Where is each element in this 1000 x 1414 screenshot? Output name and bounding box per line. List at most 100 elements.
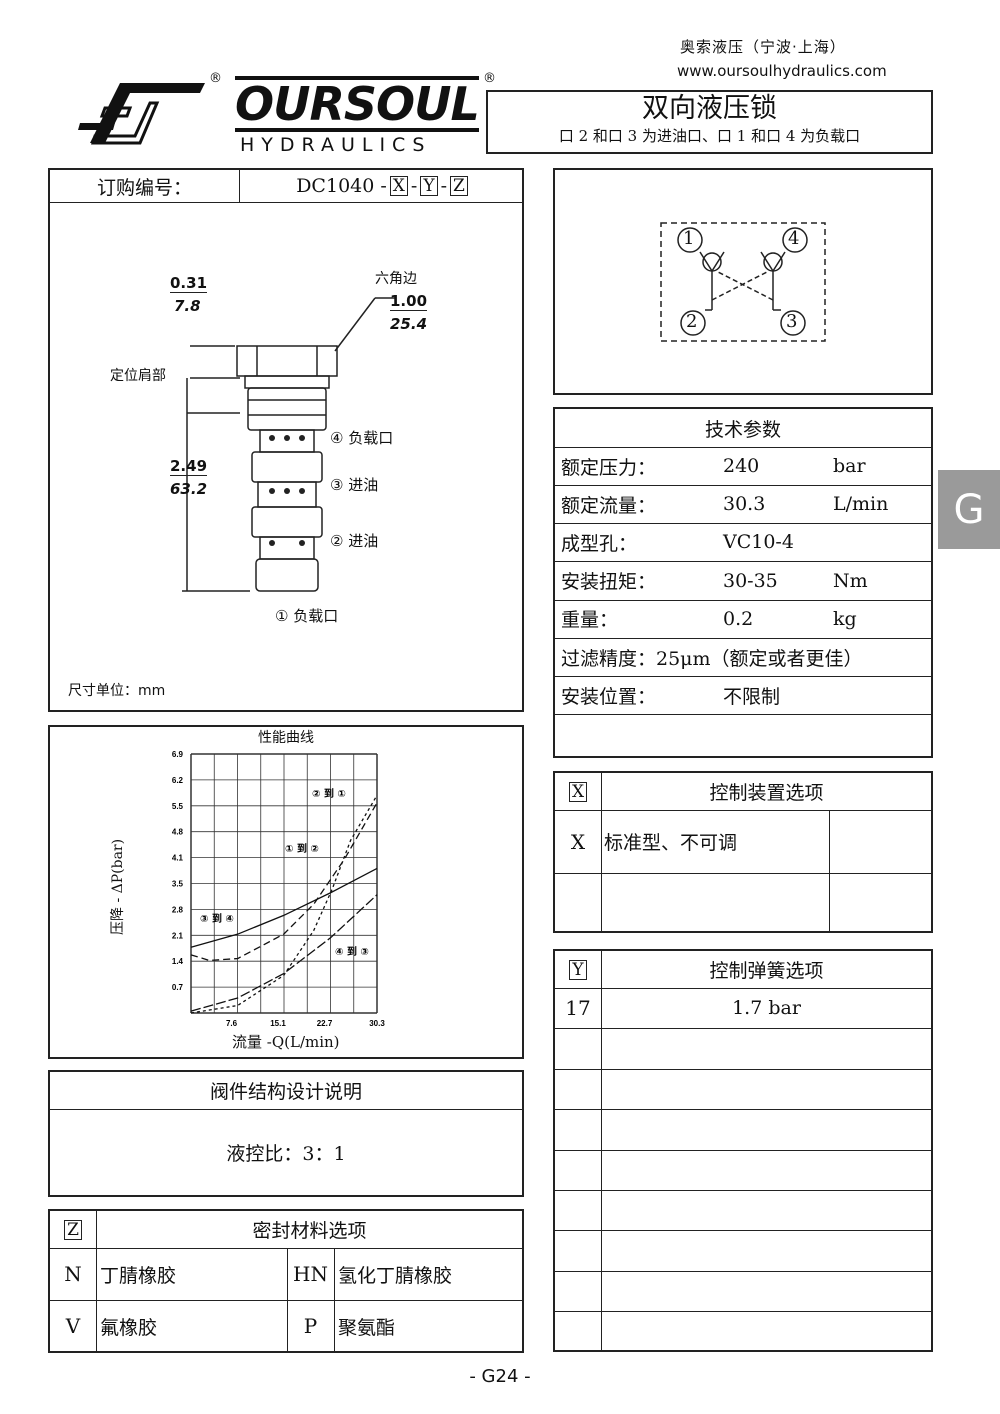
order-y-box: Y [420, 176, 438, 196]
control-code: X [570, 829, 586, 854]
row-divider [555, 988, 931, 989]
series-line [190, 894, 378, 1012]
section-tab: G [938, 470, 1000, 549]
y-tick-label: 6.2 [172, 776, 184, 785]
design-box: 阀件结构设计说明 液控比：3：1 [48, 1070, 524, 1197]
seal-key: Z [64, 1219, 82, 1240]
spec-unit: L/min [833, 493, 889, 516]
series-label: ② 到 ① [312, 787, 346, 800]
spec-label: 安装扭矩： [561, 571, 657, 594]
page-number: - G24 - [469, 1366, 531, 1387]
cartridge-drawing [182, 297, 395, 592]
y-tick-label: 3.5 [172, 880, 184, 889]
port-4-label: ④ 负载口 [330, 429, 394, 447]
chart-ylabel: 压降 - ΔP(bar) [110, 838, 126, 935]
logo: OURSOUL HYDRAULICS ® ® [75, 71, 496, 156]
port-2-label: ② 进油 [330, 532, 379, 550]
order-code-base: DC1040 - [296, 175, 387, 197]
sep: - [410, 175, 418, 197]
spec-value: 30-35 [723, 569, 778, 592]
unit-note: 尺寸单位：mm [68, 683, 166, 699]
spring-key: Y [569, 959, 587, 980]
hydraulic-schematic-box: 1 4 2 3 [553, 168, 933, 395]
registered-mark: ® [209, 71, 222, 86]
port-3: 3 [786, 311, 798, 332]
series-label: ① 到 ② [285, 842, 319, 855]
seal-material: 氟橡胶 [100, 1316, 158, 1339]
series-line [190, 867, 378, 948]
dim-top-mm: 7.8 [174, 297, 201, 315]
y-tick-label: 2.1 [172, 931, 184, 940]
spring-code: 17 [565, 996, 591, 1020]
row-divider [555, 1149, 931, 1151]
logo-subtext: HYDRAULICS [240, 134, 432, 156]
spec-label: 额定压力： [561, 456, 657, 479]
y-tick-label: 0.7 [172, 983, 184, 992]
row-divider [555, 1311, 931, 1313]
port-2: 2 [686, 311, 698, 332]
spec-unit: bar [833, 455, 866, 477]
seal-table: Z 密封材料选项 N 丁腈橡胶 HN 氢化丁腈橡胶 V 氟橡胶 P 聚氨酯 [48, 1209, 524, 1353]
shoulder-label: 定位肩部 [110, 368, 166, 384]
hex-label: 六角边 [375, 271, 417, 287]
seal-code: HN [293, 1262, 328, 1286]
y-tick-label: 5.5 [172, 802, 184, 811]
row-divider [555, 1028, 931, 1030]
row-divider [555, 1068, 931, 1070]
spec-label: 成型孔： [561, 532, 638, 555]
row-divider [555, 1109, 931, 1111]
seal-material: 丁腈橡胶 [100, 1264, 177, 1287]
spring-value: 1.7 bar [732, 997, 801, 1019]
row-divider [555, 1190, 931, 1191]
len-mm: 63.2 [170, 480, 208, 498]
hex-mm: 25.4 [390, 315, 428, 333]
x-tick-label: 7.6 [226, 1019, 238, 1028]
order-code: DC1040 - X- Y- Z [240, 170, 524, 202]
chart-title: 性能曲线 [258, 730, 314, 746]
series-line [190, 794, 378, 1014]
seal-material: 聚氨酯 [338, 1316, 396, 1339]
title-box: 双向液压锁 口 2 和口 3 为进油口、口 1 和口 4 为负载口 [486, 90, 933, 154]
order-z-box: Z [449, 176, 468, 196]
company-name: 奥索液压（宁波·上海） [680, 38, 846, 56]
spec-value: 30.3 [723, 493, 766, 516]
spec-unit: kg [833, 607, 857, 630]
series-label: ④ 到 ③ [335, 945, 369, 958]
page-subtitle: 口 2 和口 3 为进油口、口 1 和口 4 为负载口 [558, 127, 861, 145]
seal-code: P [303, 1314, 318, 1338]
hex-in: 1.00 [390, 292, 428, 311]
x-tick-label: 30.3 [369, 1019, 385, 1028]
row-divider [555, 1270, 931, 1272]
order-x-box: X [389, 176, 408, 196]
page-title: 双向液压锁 [642, 93, 777, 124]
logo-mark-icon [78, 83, 205, 145]
spring-title: 控制弹簧选项 [709, 960, 824, 982]
series-label: ③ 到 ④ [200, 912, 234, 925]
control-option-table: X 控制装置选项 X 标准型、不可调 [553, 771, 933, 933]
x-tick-label: 15.1 [270, 1019, 286, 1028]
design-title: 阀件结构设计说明 [209, 1081, 362, 1103]
control-desc: 标准型、不可调 [604, 832, 738, 854]
row-divider [555, 1230, 931, 1232]
port-3-label: ③ 进油 [330, 476, 379, 494]
control-key: X [568, 781, 588, 802]
hydraulic-symbol [660, 222, 826, 342]
y-tick-label: 1.4 [172, 957, 184, 966]
port-4: 4 [788, 228, 800, 249]
len-in: 2.49 [170, 457, 208, 476]
logo-text: OURSOUL [235, 76, 480, 132]
spec-label: 额定流量： [561, 494, 657, 517]
y-tick-label: 4.8 [172, 828, 184, 837]
control-title: 控制装置选项 [709, 782, 824, 804]
x-tick-label: 22.7 [317, 1019, 333, 1028]
spec-value: 不限制 [723, 685, 781, 708]
y-tick-label: 4.1 [172, 854, 184, 863]
seal-title: 密封材料选项 [252, 1220, 367, 1242]
chart-xlabel: 流量 -Q(L/min) [232, 1033, 340, 1051]
registered-mark: ® [483, 71, 496, 86]
order-drawing-box: 订购编号： DC1040 - X- Y- Z 0.31 7.8 六角边 1.00… [48, 168, 524, 712]
spec-label: 重量： [561, 609, 619, 632]
